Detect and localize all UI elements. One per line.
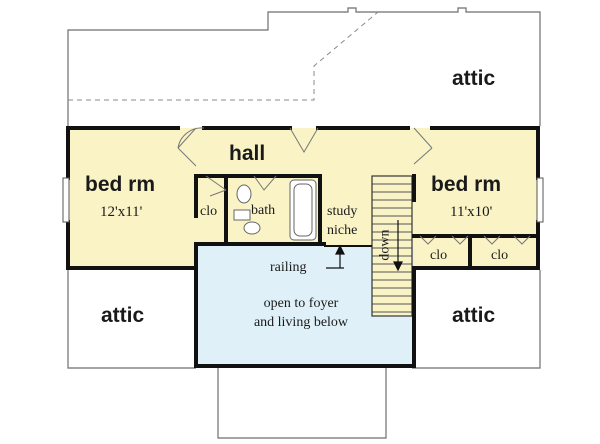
closet-right-2-label: clo <box>491 248 509 263</box>
bath-label: bath <box>251 203 276 218</box>
attic-top-label: attic <box>452 67 496 90</box>
study-label-line2: niche <box>327 223 358 238</box>
stair-down-label: down <box>377 229 393 261</box>
walls <box>66 126 540 368</box>
closet-left-label: clo <box>200 204 218 219</box>
railing-arrow <box>326 244 345 269</box>
hall-label: hall <box>229 142 266 165</box>
bed-right-size: 11'x10' <box>450 204 493 220</box>
railing-label: railing <box>270 260 307 275</box>
open-area-line2: and living below <box>253 315 349 330</box>
door-swings <box>177 127 531 245</box>
roof-dashed-line <box>68 11 379 101</box>
bed-right-name: bed rm <box>431 173 502 196</box>
bed-left-size: 12'x11' <box>100 204 143 220</box>
study-label-line1: study <box>327 204 358 219</box>
roof-outline <box>67 7 541 439</box>
down-arrow <box>393 220 403 272</box>
open-area-label: open to foyer and living below <box>226 294 376 332</box>
bed-left-name: bed rm <box>85 173 156 196</box>
attic-left-label: attic <box>101 304 145 327</box>
windows <box>62 177 544 223</box>
closet-right-1-label: clo <box>430 248 448 263</box>
open-area-line1: open to foyer <box>263 296 339 311</box>
attic-right-label: attic <box>452 304 496 327</box>
bath-fixtures <box>233 179 317 241</box>
